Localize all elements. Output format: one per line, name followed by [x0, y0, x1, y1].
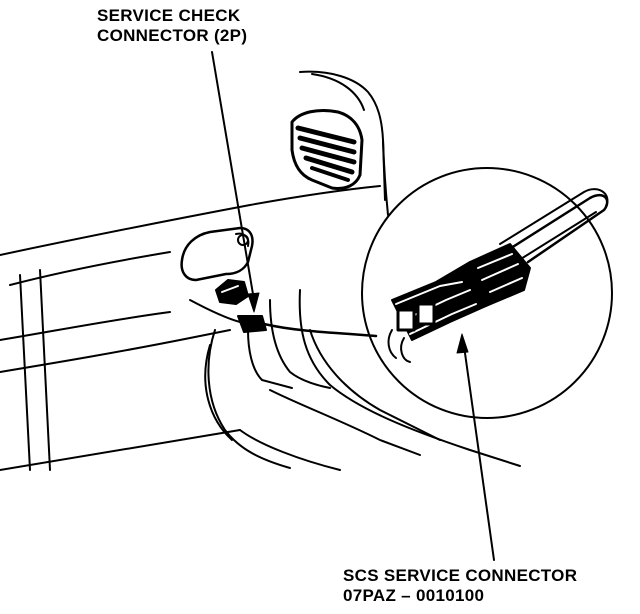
- scs-connector-illustration: [387, 188, 609, 363]
- service-check-connector-label: SERVICE CHECK CONNECTOR (2P): [97, 6, 247, 46]
- scs-pointer: [456, 333, 495, 561]
- service-check-connector: [189, 279, 378, 338]
- detail-circle: [361, 167, 613, 419]
- scs-label-line1: SCS SERVICE CONNECTOR: [343, 566, 578, 585]
- scs-service-connector-label: SCS SERVICE CONNECTOR 07PAZ – 0010100: [343, 566, 577, 606]
- scs-label-line2: 07PAZ – 0010100: [343, 586, 485, 605]
- service-check-label-line1: SERVICE CHECK: [97, 6, 241, 25]
- dashboard-outline: [0, 70, 521, 471]
- service-check-label-line2: CONNECTOR (2P): [97, 26, 248, 45]
- glove-box-handle: [180, 226, 254, 282]
- service-check-pointer: [211, 51, 260, 313]
- air-vent: [290, 108, 364, 190]
